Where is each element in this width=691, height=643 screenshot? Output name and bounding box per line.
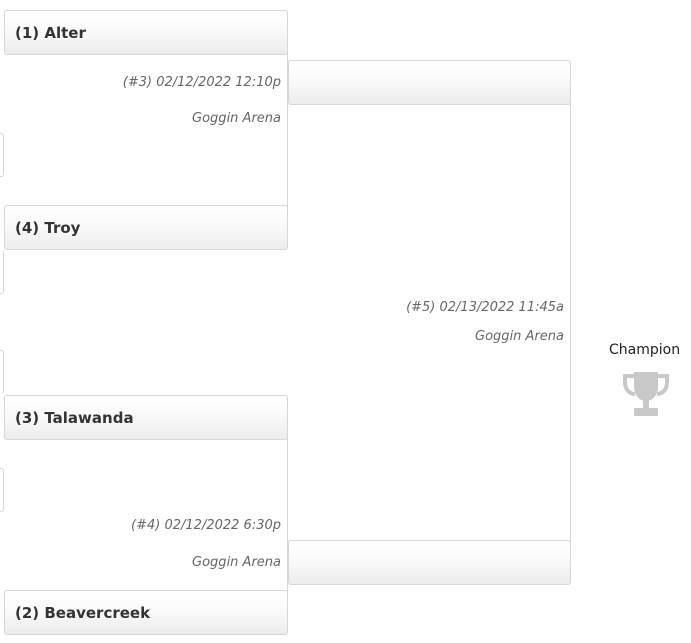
team-name: (1) Alter	[15, 23, 86, 42]
team-name: (2) Beavercreek	[15, 603, 151, 622]
final-schedule: (#5) 02/13/2022 11:45a	[406, 300, 564, 315]
game4-venue: Goggin Arena	[192, 555, 281, 570]
team-name: (3) Talawanda	[15, 408, 134, 427]
team-slot-troy[interactable]: (4) Troy	[4, 205, 288, 250]
final-venue: Goggin Arena	[475, 329, 564, 344]
game4-connector	[4, 417, 288, 613]
team-name: (4) Troy	[15, 218, 81, 237]
bracket-connector-stub	[0, 468, 4, 512]
game4-schedule: (#4) 02/12/2022 6:30p	[131, 518, 281, 533]
game3-venue: Goggin Arena	[192, 111, 281, 126]
trophy-icon	[620, 370, 672, 418]
game3-connector	[4, 32, 288, 228]
final-slot-top[interactable]	[288, 60, 571, 105]
bracket-connector-stub	[0, 133, 4, 177]
team-slot-talawanda[interactable]: (3) Talawanda	[4, 395, 288, 440]
final-slot-bottom[interactable]	[288, 540, 571, 585]
final-connector	[288, 82, 571, 562]
bracket-connector-stub	[0, 350, 4, 394]
game3-schedule: (#3) 02/12/2022 12:10p	[122, 75, 281, 90]
team-slot-beavercreek[interactable]: (2) Beavercreek	[4, 590, 288, 635]
champion-label: Champion	[609, 342, 681, 358]
bracket-connector-stub	[0, 250, 4, 294]
team-slot-alter[interactable]: (1) Alter	[4, 10, 288, 55]
